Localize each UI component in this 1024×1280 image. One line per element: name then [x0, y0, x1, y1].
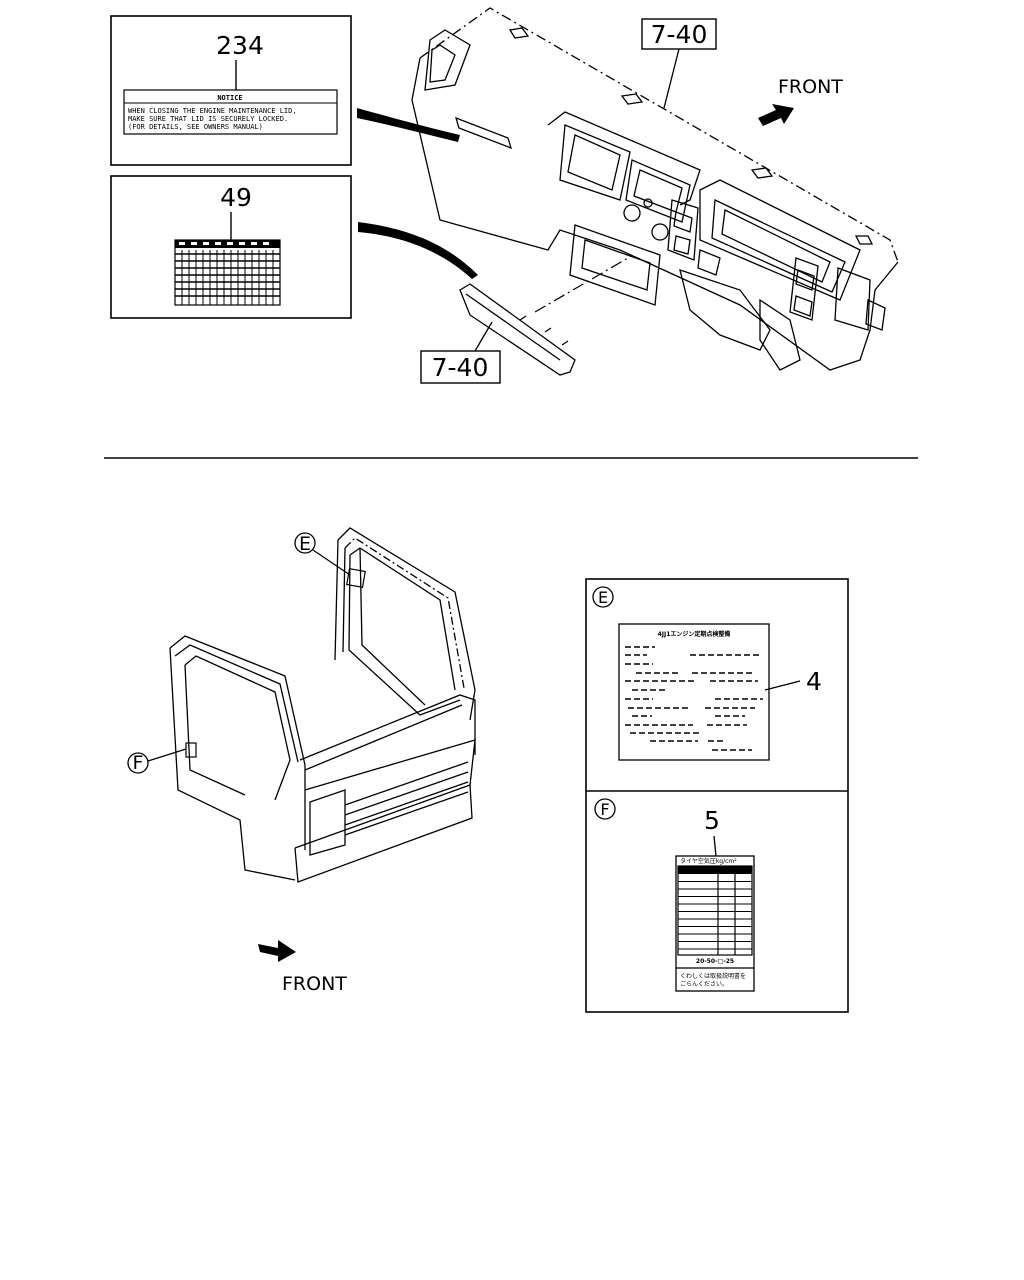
grid-header-mark — [263, 242, 269, 245]
grid-header-mark — [215, 242, 221, 245]
part-number-49: 49 — [220, 183, 252, 212]
panel-e-dash-lines — [625, 646, 763, 751]
label-spot-f — [185, 742, 197, 758]
panel-f-note-2: ごらんください。 — [680, 980, 728, 988]
ref-box-top: 7-40 — [641, 18, 717, 109]
front-label-upper: FRONT — [778, 76, 843, 98]
notice-line-3: (FOR DETAILS, SEE OWNERS MANUAL) — [128, 123, 263, 131]
tire-pressure-table — [676, 865, 754, 969]
marker-f-cab: F — [127, 748, 187, 774]
notice-title: NOTICE — [217, 94, 242, 102]
notice-line-1: WHEN CLOSING THE ENGINE MAINTENANCE LID, — [128, 107, 297, 115]
panel-f-footer: 20-50-□-25 — [696, 958, 734, 965]
ref-box-bottom: 7-40 — [420, 321, 501, 384]
panel-e-title: 4JJ1エンジン定期点検整備 — [658, 630, 731, 638]
table-header-bar — [678, 866, 752, 874]
part-number-4: 4 — [806, 667, 822, 696]
grid-header-mark — [251, 242, 257, 245]
part-number-5: 5 — [704, 806, 720, 835]
marker-e-cab: E — [294, 532, 351, 576]
marker-f-text: F — [133, 752, 144, 774]
leader-arrow-234 — [357, 108, 460, 142]
ref-top-text: 7-40 — [651, 20, 708, 49]
panel-e-marker: E — [598, 588, 608, 607]
panel-f-title: タイヤ空気圧kg/cm² — [680, 857, 737, 865]
front-indicator-upper: FRONT — [758, 76, 843, 126]
grid-header-mark — [179, 242, 185, 245]
cab-body — [169, 527, 476, 883]
grid-header-mark — [203, 242, 209, 245]
label-spot-e — [346, 568, 366, 588]
front-arrow-icon-upper — [758, 104, 794, 126]
front-label-lower: FRONT — [282, 973, 347, 995]
panel-f-note-1: くわしくは取扱説明書を — [680, 972, 746, 980]
grid-header-mark — [191, 242, 197, 245]
leader-arrow-49 — [358, 222, 478, 279]
front-indicator-lower: FRONT — [258, 940, 347, 995]
dash-lower-cover — [459, 283, 576, 376]
detail-panels — [585, 578, 849, 1013]
callout-notice-label: 234 NOTICE WHEN CLOSING THE ENGINE MAINT… — [110, 15, 352, 166]
grid-header-mark — [239, 242, 245, 245]
label-grid-pattern — [175, 240, 280, 305]
part-number-234: 234 — [216, 31, 264, 60]
front-arrow-icon-lower — [258, 940, 296, 962]
panel-f: F 5 タイヤ空気圧kg/cm² 20-50-□-25 くわしくは取扱説明書を … — [594, 798, 755, 992]
callout-grid-label: 49 — [110, 175, 352, 319]
marker-e-text: E — [299, 533, 311, 555]
dashboard-assembly — [411, 7, 899, 371]
grid-header-mark — [227, 242, 233, 245]
assembly-dashed-line — [534, 257, 629, 313]
panel-f-marker: F — [600, 800, 609, 819]
notice-line-2: MAKE SURE THAT LID IS SECURELY LOCKED. — [128, 115, 288, 123]
ref-bottom-text: 7-40 — [432, 353, 489, 382]
panel-e: E 4JJ1エンジン定期点検整備 4 — [592, 586, 822, 761]
